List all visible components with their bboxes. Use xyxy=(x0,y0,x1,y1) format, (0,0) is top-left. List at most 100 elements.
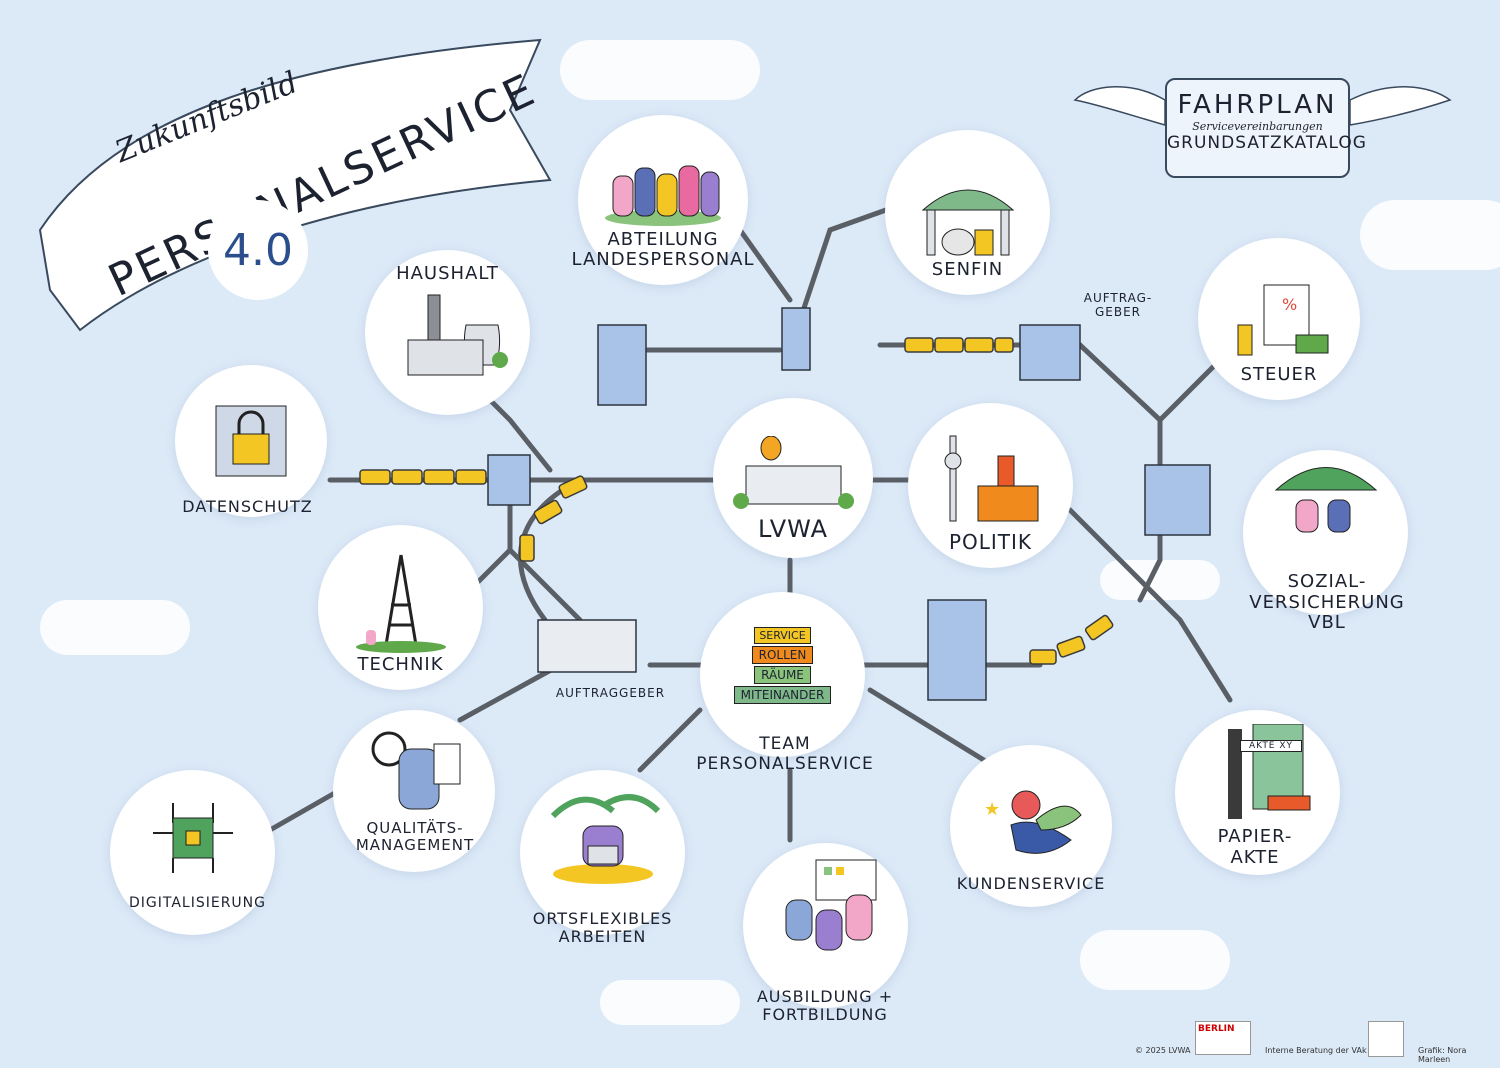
train-car xyxy=(1056,635,1086,658)
station-haushalt[interactable]: HAUSHALT xyxy=(365,250,530,415)
train-car xyxy=(934,337,964,353)
auftraggeber-top-label: AUFTRAG- GEBER xyxy=(1083,291,1153,319)
track xyxy=(1067,507,1233,703)
station-digitalisierung[interactable] xyxy=(110,770,275,935)
file-folder-icon xyxy=(1227,724,1310,819)
station-label: ABTEILUNG LANDESPERSONAL xyxy=(571,228,755,271)
sign-line-1: Servicevereinbarungen xyxy=(1192,120,1323,133)
train-car xyxy=(994,337,1014,353)
laptop-work-icon xyxy=(550,794,660,884)
station-steuer[interactable]: % STEUER xyxy=(1198,238,1360,400)
station-qualitaet[interactable] xyxy=(333,710,495,872)
station-technik[interactable]: TECHNIK xyxy=(318,525,483,690)
station-label: LVWA xyxy=(758,515,828,544)
station-team[interactable]: SERVICE ROLLEN RÄUME MITEINANDER xyxy=(700,592,865,757)
station-senfin[interactable]: SENFIN xyxy=(885,130,1050,295)
station-label: TECHNIK xyxy=(357,654,444,676)
track xyxy=(457,662,563,723)
fahrplan-sign[interactable]: FAHRPLAN Servicevereinbarungen GRUNDSATZ… xyxy=(1165,78,1367,178)
team-sign-miteinander: MITEINANDER xyxy=(733,686,832,704)
station-ausbildung[interactable] xyxy=(743,843,908,1008)
track xyxy=(737,227,793,303)
copyright: © 2025 LVWA xyxy=(1135,1046,1191,1055)
cloud xyxy=(1360,200,1500,270)
station-papierakte[interactable] xyxy=(1175,710,1340,875)
berlin-logo: BERLIN xyxy=(1195,1021,1251,1055)
train-car xyxy=(964,337,994,353)
station-ortsflexibles[interactable] xyxy=(520,770,685,935)
cloud xyxy=(600,980,740,1025)
station-label: POLITIK xyxy=(948,530,1033,554)
sign-title: FAHRPLAN xyxy=(1177,90,1338,120)
station-label: HAUSHALT xyxy=(396,263,499,284)
team-sign-raeume: RÄUME xyxy=(754,666,811,684)
qualitaet-label: QUALITÄTS- MANAGEMENT xyxy=(355,819,475,855)
station-lvwa[interactable]: LVWA xyxy=(713,398,873,558)
cloud xyxy=(1080,930,1230,990)
building xyxy=(597,324,647,406)
building xyxy=(537,619,637,673)
beratung-credit: Interne Beratung der VAk Berlin xyxy=(1265,1046,1393,1055)
title-banner xyxy=(38,38,552,332)
team-sign-rollen: ROLLEN xyxy=(751,646,814,664)
lvwa-building-icon xyxy=(732,436,854,510)
train-car xyxy=(533,499,563,525)
station-sozialversicherung[interactable] xyxy=(1243,450,1408,615)
station-label: STEUER xyxy=(1240,364,1318,386)
team-illustration-icon xyxy=(605,165,721,226)
building xyxy=(1144,464,1211,536)
cloud xyxy=(1100,560,1220,600)
ortsflexibles-label: ORTSFLEXIBLES ARBEITEN xyxy=(532,909,673,947)
station-datenschutz[interactable] xyxy=(175,365,327,517)
train-car xyxy=(558,475,588,499)
svg-text:%: % xyxy=(1282,295,1297,314)
wing-left-icon xyxy=(1073,86,1166,126)
sign-line-2: GRUNDSATZKATALOG xyxy=(1167,133,1367,153)
building xyxy=(487,454,531,506)
building xyxy=(781,307,811,371)
papierakte-label: PAPIER- AKTE xyxy=(1217,826,1293,868)
team-sign-service: SERVICE xyxy=(754,627,811,644)
team-label: TEAM PERSONALSERVICE xyxy=(696,734,874,774)
building xyxy=(927,599,987,701)
train-car xyxy=(1029,649,1057,665)
station-abteilung[interactable]: ABTEILUNG LANDESPERSONAL xyxy=(572,115,754,285)
track xyxy=(507,547,583,623)
chip-icon xyxy=(152,803,233,873)
tax-document-icon: % xyxy=(1237,284,1329,356)
radio-tower-icon xyxy=(355,555,446,654)
interne-beratung-logo xyxy=(1368,1021,1404,1057)
train-car xyxy=(391,469,423,485)
version-badge: 4.0 xyxy=(208,200,308,300)
train-car xyxy=(1084,614,1114,641)
akte-tag: AKTE XY xyxy=(1240,740,1302,753)
fairy-icon: ★ xyxy=(984,790,1082,854)
auftraggeber-mid-label: AUFTRAGGEBER xyxy=(555,686,666,700)
wing-right-icon xyxy=(1349,86,1452,126)
train-car xyxy=(904,337,934,353)
station-label: SENFIN xyxy=(931,259,1004,281)
train-car xyxy=(359,469,391,485)
track xyxy=(637,707,703,773)
datenschutz-label: DATENSCHUTZ xyxy=(182,497,313,516)
magnifier-clipboard-icon xyxy=(371,731,461,810)
station-politik[interactable]: POLITIK xyxy=(908,403,1073,568)
train-car xyxy=(455,469,487,485)
training-board-icon xyxy=(785,859,876,951)
station-label: KUNDENSERVICE xyxy=(956,873,1106,893)
town-hall-icon xyxy=(944,435,1039,522)
grafik-credit: Grafik: Nora Marleen xyxy=(1418,1046,1467,1064)
svg-text:★: ★ xyxy=(984,799,1000,820)
umbrella-family-icon xyxy=(1274,467,1377,533)
track xyxy=(267,787,343,833)
digitalisierung-label: DIGITALISIERUNG xyxy=(128,895,266,911)
cloud xyxy=(40,600,190,655)
money-pavilion-icon xyxy=(921,189,1014,256)
sozialversicherung-label: SOZIAL- VERSICHERUNG VBL xyxy=(1249,571,1405,634)
train-car xyxy=(519,534,535,562)
power-plant-icon xyxy=(407,294,508,376)
track xyxy=(487,397,553,473)
track xyxy=(867,687,1003,773)
building xyxy=(1019,324,1081,381)
station-kundenservice[interactable]: ★ KUNDENSERVICE xyxy=(950,745,1112,907)
